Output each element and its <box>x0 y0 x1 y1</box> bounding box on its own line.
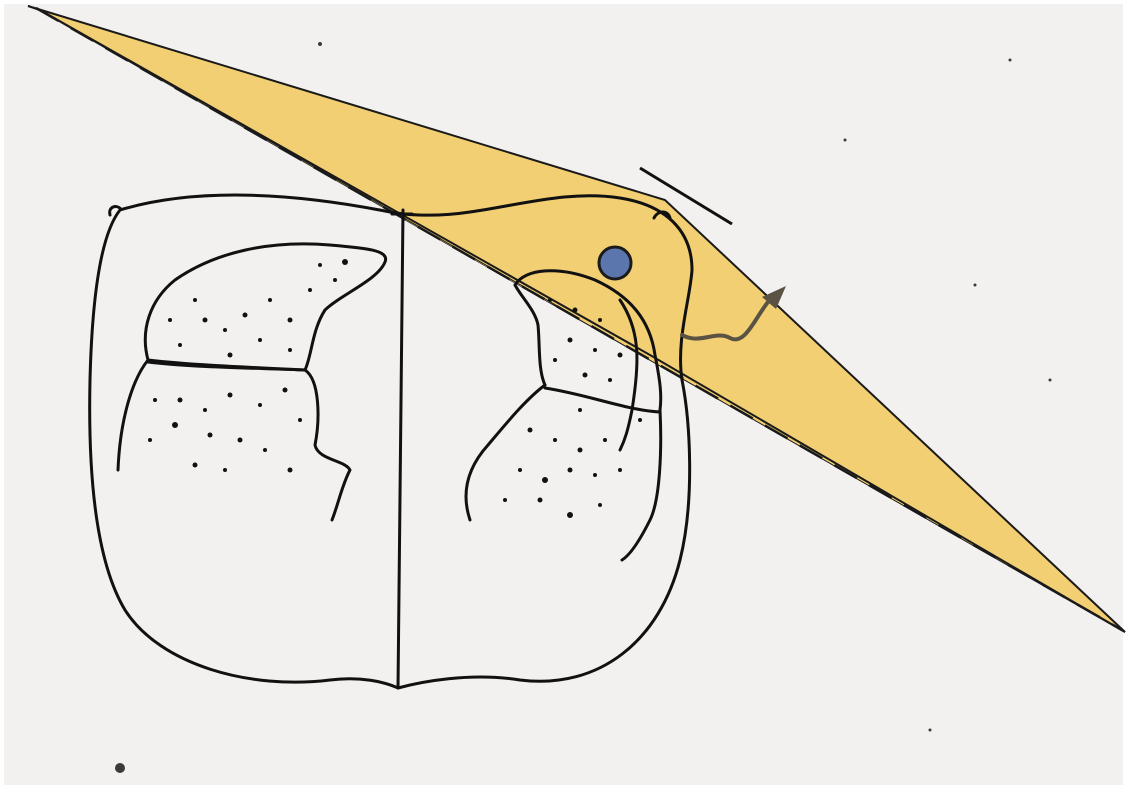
target-dot <box>599 247 631 279</box>
slide-background <box>4 4 1123 785</box>
